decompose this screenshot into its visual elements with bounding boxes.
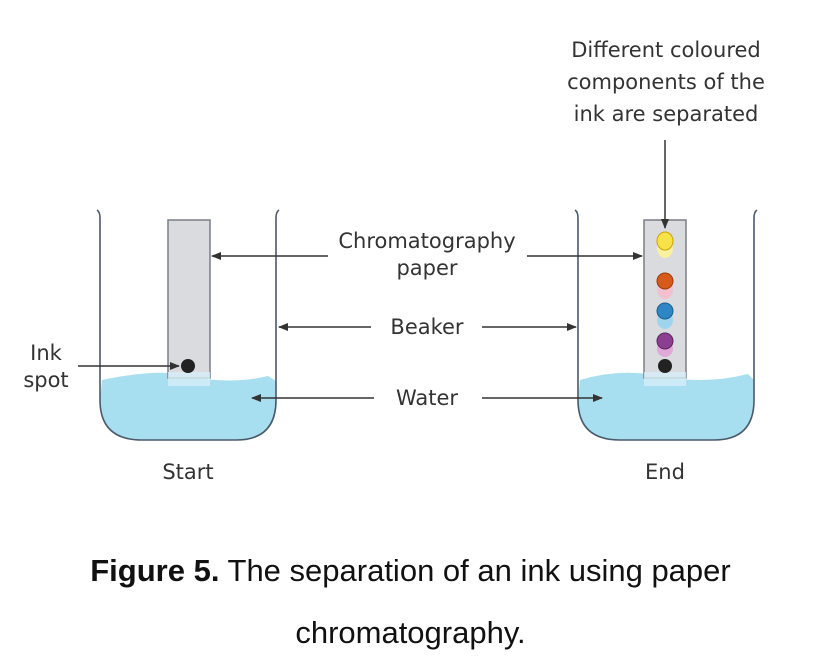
end-beaker-outline xyxy=(574,209,758,441)
components-label-line2: components of the xyxy=(567,70,765,94)
separated-yellow-component xyxy=(656,231,674,258)
start-label: Start xyxy=(162,460,213,484)
caption-text-line1: The separation of an ink using paper xyxy=(219,553,731,588)
separated-blue-component xyxy=(656,302,674,329)
start-water xyxy=(100,372,276,440)
separated-orange-component xyxy=(656,272,674,299)
ink-spot-label-line2: spot xyxy=(23,368,68,392)
start-beaker xyxy=(96,209,280,441)
components-label-line1: Different coloured xyxy=(571,38,761,62)
figure-number: Figure 5. xyxy=(90,553,220,588)
end-paper-submerged xyxy=(644,372,686,386)
caption-text-line2: chromatography. xyxy=(295,615,526,650)
chromatography-diagram: Ink spot Chromatography paper Beaker Wat… xyxy=(23,38,765,484)
figure-caption-line2: chromatography. xyxy=(0,614,821,651)
start-ink-spot xyxy=(181,359,195,373)
ink-spot-label-line1: Ink xyxy=(30,341,63,365)
start-chromatography-paper xyxy=(167,219,211,379)
label-arrows xyxy=(78,140,669,402)
separated-purple-component xyxy=(656,332,674,357)
components-label-line3: ink are separated xyxy=(574,102,759,126)
chromatography-paper-label-line2: paper xyxy=(396,256,457,280)
start-paper-submerged xyxy=(168,372,210,386)
end-label: End xyxy=(645,460,685,484)
chromatography-paper-label-line1: Chromatography xyxy=(338,229,515,253)
end-beaker xyxy=(574,209,758,441)
start-beaker-outline xyxy=(96,209,280,441)
beaker-label: Beaker xyxy=(390,315,464,339)
end-ink-spot xyxy=(658,359,672,373)
figure-caption-line1: Figure 5. The separation of an ink using… xyxy=(0,552,821,589)
water-label: Water xyxy=(396,386,458,410)
end-water xyxy=(578,372,754,440)
